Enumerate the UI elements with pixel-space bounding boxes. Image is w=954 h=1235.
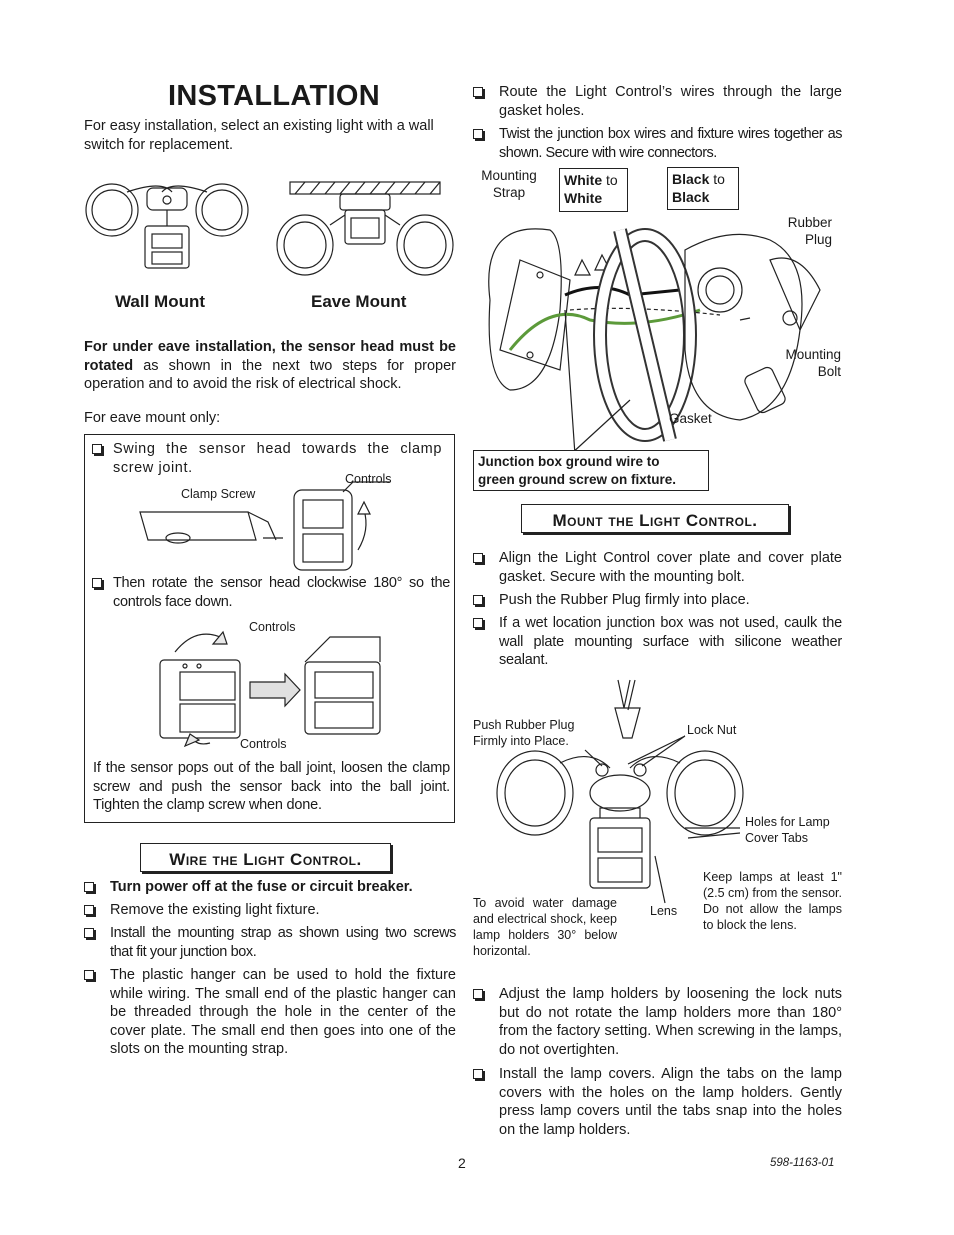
wall-mount-label: Wall Mount — [115, 292, 206, 311]
gasket-label: Gasket — [669, 411, 712, 426]
checkbox-icon — [473, 129, 483, 139]
checkbox-icon — [84, 882, 94, 892]
intro-text: For easy installation, select an existin… — [84, 118, 434, 153]
document-number: 598-1163-01 — [770, 1157, 835, 1169]
clamp-screw-label: Clamp Screw — [181, 487, 256, 501]
rotate-sensor-illustration — [159, 630, 381, 748]
wire-step-4: The plastic hanger can be used to hold t… — [84, 966, 456, 1059]
fixture-diagram — [496, 679, 744, 904]
checkbox-icon — [473, 1069, 483, 1079]
adjust-lamps-step: Adjust the lamp holders by loosening the… — [473, 985, 842, 1059]
wiring-diagram — [488, 228, 821, 456]
wire-step-3: Install the mounting strap as shown usin… — [84, 924, 456, 961]
lens-label: Lens — [650, 904, 678, 918]
page-number: 2 — [458, 1155, 466, 1171]
checkbox-icon — [473, 989, 483, 999]
eave-procedure-box — [84, 434, 455, 823]
checkbox-icon — [473, 553, 483, 563]
controls-label-bottom: Controls — [240, 737, 287, 751]
eave-note: For under eave installation, the sensor … — [84, 338, 456, 394]
checkbox-icon — [473, 618, 483, 628]
checkbox-icon — [84, 928, 94, 938]
checkbox-icon — [473, 87, 483, 97]
eave-step-2: Then rotate the sensor head clockwise 18… — [92, 574, 450, 611]
checkbox-icon — [473, 595, 483, 605]
checkbox-icon — [92, 444, 102, 454]
checkbox-icon — [84, 905, 94, 915]
sensor-pop-note: If the sensor pops out of the ball joint… — [93, 760, 450, 813]
wire-section-heading: Wire the Light Control. — [140, 843, 391, 872]
controls-label-top: Controls — [249, 620, 296, 634]
wire-step-1: Turn power off at the fuse or circuit br… — [84, 878, 456, 897]
checkbox-icon — [92, 578, 102, 588]
wire-step-2: Remove the existing light fixture. — [84, 901, 456, 920]
mount-section-heading: Mount the Light Control. — [521, 504, 789, 533]
twist-wires-step: Twist the junction box wires and fixture… — [473, 125, 843, 162]
eave-mount-label: Eave Mount — [311, 292, 407, 311]
wall-mount-illustration — [85, 183, 249, 269]
eave-note-bold: For under eave installation, the sensor … — [84, 339, 456, 374]
mount-step-3: If a wet location junction box was not u… — [473, 614, 842, 670]
checkbox-icon — [84, 970, 94, 980]
route-wires-step: Route the Light Control’s wires through … — [473, 83, 842, 120]
mount-step-2: Push the Rubber Plug firmly into place. — [473, 591, 842, 610]
avoid-water-note: To avoid water damage and electrical sho… — [473, 896, 617, 958]
keep-lamps-note: Keep lamps at least 1" (2.5 cm) from the… — [703, 870, 842, 932]
swing-sensor-illustration — [139, 481, 390, 571]
eave-only-label: For eave mount only: — [84, 410, 221, 426]
mount-step-1: Align the Light Control cover plate and … — [473, 549, 842, 586]
eave-note-rest: as shown in the next two steps for prope… — [84, 357, 456, 393]
page-title: INSTALLATION — [168, 80, 380, 112]
lock-nut-label: Lock Nut — [687, 723, 737, 737]
eave-mount-illustration — [276, 181, 454, 276]
eave-step-1: Swing the sensor head towards the clamp … — [92, 440, 442, 477]
install-covers-step: Install the lamp covers. Align the tabs … — [473, 1065, 842, 1139]
